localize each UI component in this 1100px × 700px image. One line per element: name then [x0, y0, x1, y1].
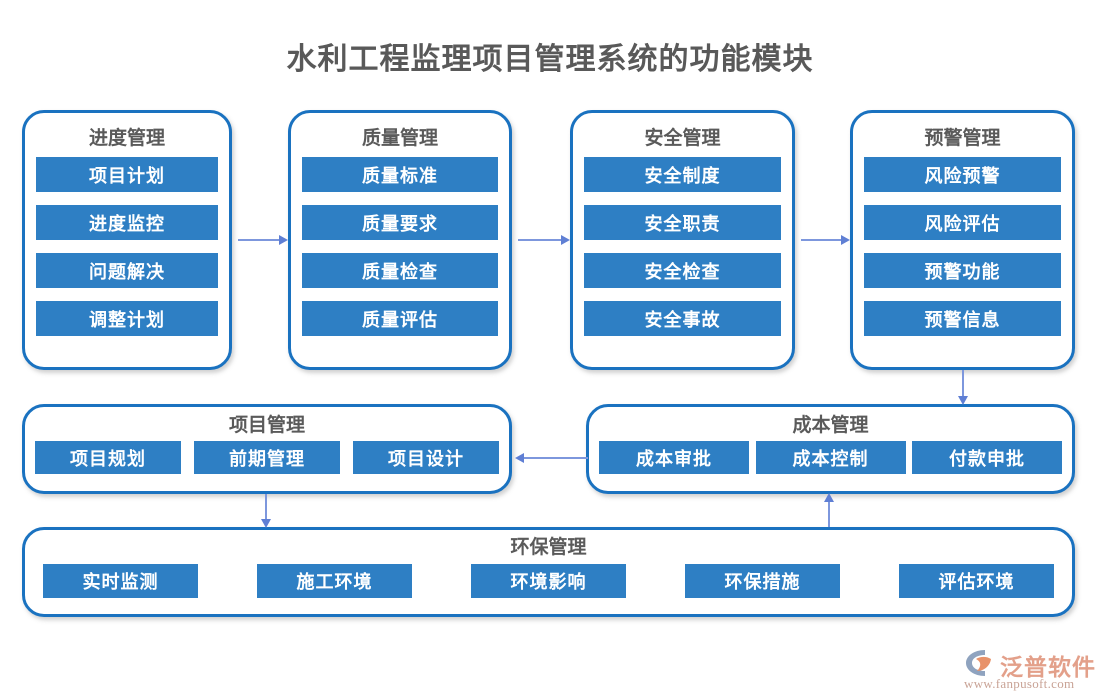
- module-item[interactable]: 风险预警: [864, 157, 1061, 192]
- module-item[interactable]: 环保措施: [685, 564, 840, 598]
- module-item[interactable]: 项目设计: [353, 441, 499, 474]
- module-item[interactable]: 安全事故: [584, 301, 781, 336]
- module-item[interactable]: 实时监测: [43, 564, 198, 598]
- connector-environment-to-cost: [828, 500, 830, 527]
- module-item[interactable]: 评估环境: [899, 564, 1054, 598]
- module-item[interactable]: 问题解决: [36, 253, 218, 288]
- module-item-row: 项目规划 前期管理 项目设计: [25, 441, 509, 474]
- connector-quality-to-safety: [518, 239, 562, 241]
- card-title: 环保管理: [510, 537, 587, 558]
- arrow-up-icon: [824, 493, 834, 502]
- module-item-row: 实时监测 施工环境 环境影响 环保措施 评估环境: [25, 564, 1072, 598]
- arrow-right-icon: [561, 235, 570, 245]
- connector-project-to-environment: [265, 494, 267, 521]
- arrow-right-icon: [841, 235, 850, 245]
- card-title: 安全管理: [644, 128, 721, 149]
- module-card-cost[interactable]: 成本管理 成本审批 成本控制 付款申批: [586, 404, 1075, 494]
- module-item[interactable]: 成本控制: [755, 441, 906, 474]
- arrow-down-icon: [261, 519, 271, 528]
- module-item[interactable]: 项目计划: [36, 157, 218, 192]
- module-item[interactable]: 质量评估: [302, 301, 498, 336]
- connector-safety-to-alert: [801, 239, 843, 241]
- module-item[interactable]: 质量检查: [302, 253, 498, 288]
- connector-progress-to-quality: [238, 239, 280, 241]
- fanpu-logo-icon: [962, 648, 996, 678]
- connector-alert-to-cost: [962, 370, 964, 398]
- module-item[interactable]: 风险评估: [864, 205, 1061, 240]
- module-item[interactable]: 环境影响: [471, 564, 626, 598]
- module-item[interactable]: 前期管理: [194, 441, 340, 474]
- module-card-project[interactable]: 项目管理 项目规划 前期管理 项目设计: [22, 404, 512, 494]
- arrow-down-icon: [958, 396, 968, 405]
- module-card-environment[interactable]: 环保管理 实时监测 施工环境 环境影响 环保措施 评估环境: [22, 527, 1075, 617]
- module-item[interactable]: 预警功能: [864, 253, 1061, 288]
- module-item[interactable]: 质量标准: [302, 157, 498, 192]
- module-item[interactable]: 调整计划: [36, 301, 218, 336]
- module-item[interactable]: 项目规划: [35, 441, 181, 474]
- module-item[interactable]: 付款申批: [912, 441, 1062, 474]
- logo-brand-text: 泛普软件: [1000, 655, 1096, 680]
- card-title: 成本管理: [792, 415, 869, 436]
- fanpu-logo: 泛普软件 www.fanpusoft.com: [962, 648, 1095, 692]
- module-card-quality[interactable]: 质量管理 质量标准 质量要求 质量检查 质量评估: [288, 110, 512, 370]
- module-card-safety[interactable]: 安全管理 安全制度 安全职责 安全检查 安全事故: [570, 110, 795, 370]
- module-item[interactable]: 成本审批: [599, 441, 749, 474]
- module-item[interactable]: 质量要求: [302, 205, 498, 240]
- module-item[interactable]: 进度监控: [36, 205, 218, 240]
- module-item[interactable]: 预警信息: [864, 301, 1061, 336]
- arrow-left-icon: [515, 453, 524, 463]
- connector-cost-to-project: [522, 457, 588, 459]
- module-item[interactable]: 施工环境: [257, 564, 412, 598]
- module-card-alert[interactable]: 预警管理 风险预警 风险评估 预警功能 预警信息: [850, 110, 1075, 370]
- card-title: 预警管理: [924, 128, 1001, 149]
- module-item[interactable]: 安全检查: [584, 253, 781, 288]
- module-item[interactable]: 安全职责: [584, 205, 781, 240]
- logo-url-text: www.fanpusoft.com: [964, 676, 1075, 691]
- card-title: 进度管理: [88, 128, 165, 149]
- page-title: 水利工程监理项目管理系统的功能模块: [286, 43, 814, 76]
- card-title: 项目管理: [228, 415, 305, 436]
- module-item-row: 成本审批 成本控制 付款申批: [589, 441, 1072, 474]
- card-title: 质量管理: [361, 128, 438, 149]
- arrow-right-icon: [279, 235, 288, 245]
- module-card-progress[interactable]: 进度管理 项目计划 进度监控 问题解决 调整计划: [22, 110, 232, 370]
- module-item[interactable]: 安全制度: [584, 157, 781, 192]
